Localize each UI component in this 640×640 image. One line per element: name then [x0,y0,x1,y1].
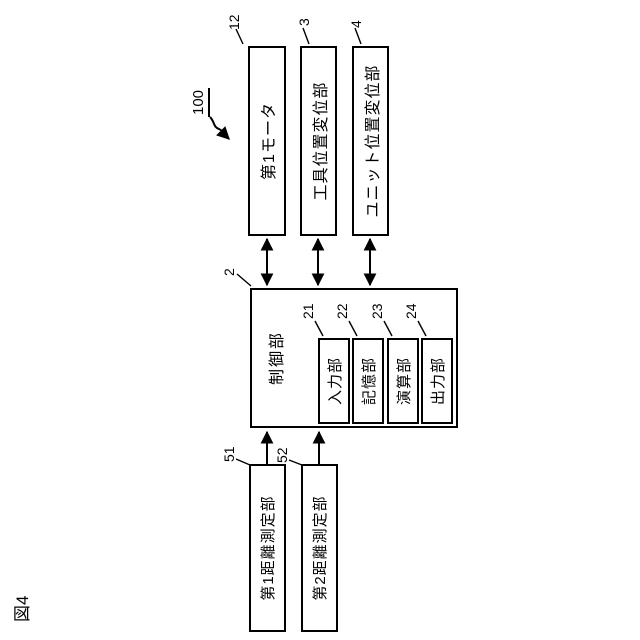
leader-ref-tool [302,27,310,45]
leader-ref-distance1 [235,458,251,466]
leader-ref-unit [354,27,362,45]
leader-ref-calculation [383,320,393,337]
leader-ref-motor [235,28,244,45]
leader-ref-distance2 [288,459,303,466]
leader-ref-output [417,320,427,337]
leader-ref-control [236,273,252,287]
leader-ref-memory [348,320,358,337]
arrow-system-100 [209,116,230,140]
leader-ref-input [314,320,324,337]
